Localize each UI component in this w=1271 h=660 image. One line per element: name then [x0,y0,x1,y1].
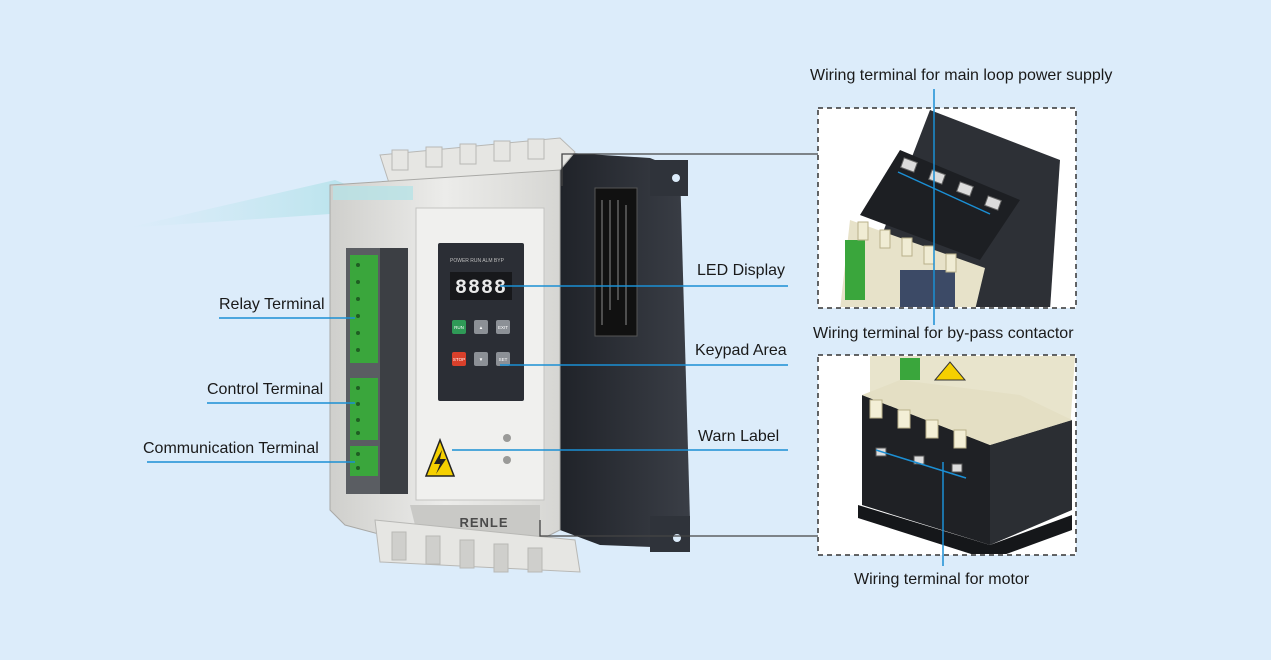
mount-bracket-top [650,160,688,196]
bypass-terminal-label: Wiring terminal for by-pass contactor [813,325,1074,342]
run-key[interactable] [452,320,466,334]
keypad-keys [452,320,510,366]
transparent-cover [333,186,413,200]
terminal-screws [356,263,360,470]
bottom-cooling-fins [374,519,581,573]
brand-logo: RENLE [459,515,508,530]
side-spec-label [594,187,638,337]
soft-starter-device: POWER RUN ALM BYP 8888 RUN ▲ EXIT STOP ▼… [126,137,690,573]
exit-key-label: EXIT [498,325,508,330]
motor-terminal-label: Wiring terminal for motor [854,571,1030,588]
terminal-column-inner [380,248,408,494]
control-terminal-block [350,378,378,440]
control-terminal-label: Control Terminal [207,381,324,398]
stop-key-label: STOP [453,357,465,362]
callout-lines [147,89,991,566]
relay-terminal-block [350,255,378,363]
exit-key[interactable] [496,320,510,334]
keypad-area-label: Keypad Area [695,342,787,359]
inset-main-loop [817,107,1077,309]
keypad-key-labels: RUN ▲ EXIT STOP ▼ SET [453,325,508,362]
down-key[interactable] [474,352,488,366]
status-led-1 [503,434,511,442]
main-loop-terminal-label: Wiring terminal for main loop power supp… [810,67,1113,84]
inset-motor [817,354,1077,556]
relay-terminal-label: Relay Terminal [219,296,325,313]
mount-hole-top [672,174,680,182]
led-display-digits: 8888 [455,277,507,300]
inset-connector-lines [539,153,818,537]
status-led-2 [503,456,511,464]
down-key-label: ▼ [479,357,483,362]
stop-key[interactable] [452,352,466,366]
communication-terminal-block [350,446,378,476]
mount-bracket-bottom [650,516,690,552]
side-spec-label-lines [601,200,627,325]
up-key[interactable] [474,320,488,334]
up-key-label: ▲ [479,325,483,330]
lightning-bolt-icon [434,450,446,474]
panel-indicator-text: POWER RUN ALM BYP [450,258,505,264]
set-key[interactable] [496,352,510,366]
led-display-label: LED Display [697,262,786,279]
communication-terminal-label: Communication Terminal [143,440,319,457]
set-key-label: SET [499,357,508,362]
device-side-panel [555,152,690,548]
run-key-label: RUN [454,325,464,330]
warn-label-label: Warn Label [698,428,780,445]
mount-hole-bottom [673,534,681,542]
